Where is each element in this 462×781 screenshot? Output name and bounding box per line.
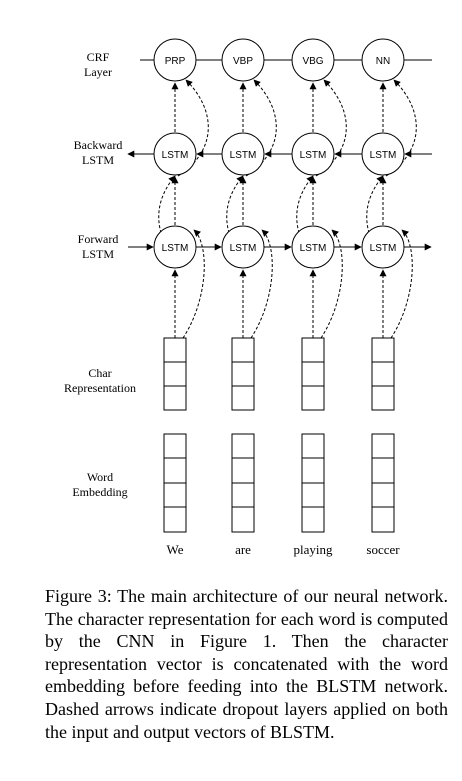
- crf-node-prp: [153, 38, 197, 82]
- char-representation-box-2: [231, 337, 255, 411]
- char-representation-box-4: [371, 337, 395, 411]
- word-embedding-box-2: [231, 433, 255, 533]
- backward-lstm-node-4: [361, 132, 405, 176]
- crf-node-nn: [361, 38, 405, 82]
- backward-lstm-node-3: [291, 132, 335, 176]
- crf-layer-label-line1: CRF: [87, 50, 110, 64]
- forward-lstm-text-2: LSTM: [230, 243, 257, 254]
- backward-lstm-text-4: LSTM: [370, 150, 397, 161]
- word-are: are: [235, 542, 251, 557]
- forward-lstm-node-4: [361, 225, 405, 269]
- forward-lstm-label-line2: LSTM: [82, 247, 114, 261]
- crf-tag-prp: PRP: [165, 56, 186, 67]
- backward-lstm-label-line1: Backward: [74, 138, 123, 152]
- crf-node-vbg: [291, 38, 335, 82]
- backward-lstm-text-1: LSTM: [162, 150, 189, 161]
- word-embedding-label-line2: Embedding: [72, 485, 127, 499]
- backward-lstm-node-1: [153, 132, 197, 176]
- architecture-diagram: CRF Layer Backward LSTM Forward LSTM Cha…: [64, 38, 432, 557]
- backward-lstm-text-2: LSTM: [230, 150, 257, 161]
- backward-lstm-node-2: [221, 132, 265, 176]
- char-representation-box-1: [163, 337, 187, 411]
- forward-lstm-text-4: LSTM: [370, 243, 397, 254]
- word-embedding-box-4: [371, 433, 395, 533]
- crf-tag-nn: NN: [376, 56, 390, 67]
- forward-lstm-node-2: [221, 225, 265, 269]
- word-embedding-box-3: [301, 433, 325, 533]
- forward-lstm-node-1: [153, 225, 197, 269]
- word-embedding-box-1: [163, 433, 187, 533]
- crf-layer-label-line2: Layer: [84, 65, 112, 79]
- word-we: We: [167, 542, 184, 557]
- column-are: VBP LSTM LSTM are: [221, 38, 277, 557]
- forward-lstm-label-line1: Forward: [78, 232, 119, 246]
- word-playing: playing: [294, 542, 333, 557]
- crf-tag-vbg: VBG: [302, 56, 323, 67]
- column-soccer: NN LSTM LSTM soccer: [361, 38, 417, 557]
- column-playing: VBG LSTM LSTM playing: [291, 38, 347, 557]
- forward-lstm-node-3: [291, 225, 335, 269]
- column-we: PRP LSTM LSTM We: [153, 38, 209, 557]
- char-representation-label-line1: Char: [88, 366, 111, 380]
- backward-lstm-label-line2: LSTM: [82, 153, 114, 167]
- char-representation-label-line2: Representation: [64, 381, 136, 395]
- word-embedding-label-line1: Word: [87, 470, 113, 484]
- forward-lstm-text-3: LSTM: [300, 243, 327, 254]
- char-representation-box-3: [301, 337, 325, 411]
- crf-node-vbp: [221, 38, 265, 82]
- word-soccer: soccer: [366, 542, 400, 557]
- backward-lstm-text-3: LSTM: [300, 150, 327, 161]
- figure-caption: Figure 3: The main architecture of our n…: [45, 586, 448, 742]
- crf-tag-vbp: VBP: [233, 56, 253, 67]
- forward-lstm-text-1: LSTM: [162, 243, 189, 254]
